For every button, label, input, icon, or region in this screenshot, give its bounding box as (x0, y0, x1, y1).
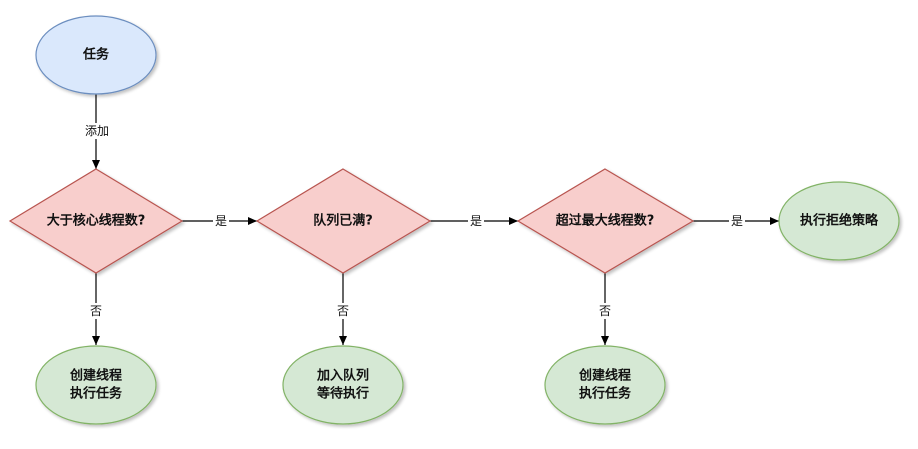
edge-label-core-no: 否 (90, 304, 102, 318)
task-ellipse (35, 15, 157, 95)
queue-check-node (255, 168, 432, 274)
max-check-label: 超过最大线程数? (556, 213, 655, 229)
create-thread-node-2 (544, 345, 666, 425)
edge-label-max-no: 否 (599, 304, 611, 318)
create-thread-label-1-line2: 执行任务 (70, 386, 123, 402)
enqueue-label-line1: 加入队列 (316, 368, 369, 384)
create-thread-label-1-line1: 创建线程 (69, 368, 122, 384)
create-thread-ellipse-2 (544, 345, 666, 425)
edge-label-max-yes: 是 (731, 214, 743, 228)
core-check-diamond (8, 168, 184, 274)
queue-check-diamond (255, 168, 432, 274)
reject-label: 执行拒绝策略 (800, 213, 879, 229)
core-check-label: 大于核心线程数? (47, 213, 146, 229)
max-check-diamond (516, 168, 695, 274)
reject-node (778, 181, 900, 261)
create-thread-node-1 (35, 345, 157, 425)
create-thread-label-2-line2: 执行任务 (579, 386, 632, 402)
edge-label-queue-no: 否 (337, 304, 349, 318)
max-check-node (516, 168, 695, 274)
edge-label-core-yes: 是 (215, 214, 227, 228)
core-check-node (8, 168, 184, 274)
enqueue-label-line2: 等待执行 (316, 386, 369, 402)
task-label: 任务 (82, 47, 110, 63)
reject-ellipse (778, 181, 900, 261)
queue-check-label: 队列已满? (313, 213, 373, 229)
enqueue-node (282, 345, 404, 425)
create-thread-label-2-line1: 创建线程 (578, 368, 631, 384)
enqueue-ellipse (282, 345, 404, 425)
create-thread-ellipse-1 (35, 345, 157, 425)
edge-label-add: 添加 (85, 124, 109, 138)
task-node (35, 15, 157, 95)
edge-label-queue-yes: 是 (470, 214, 482, 228)
